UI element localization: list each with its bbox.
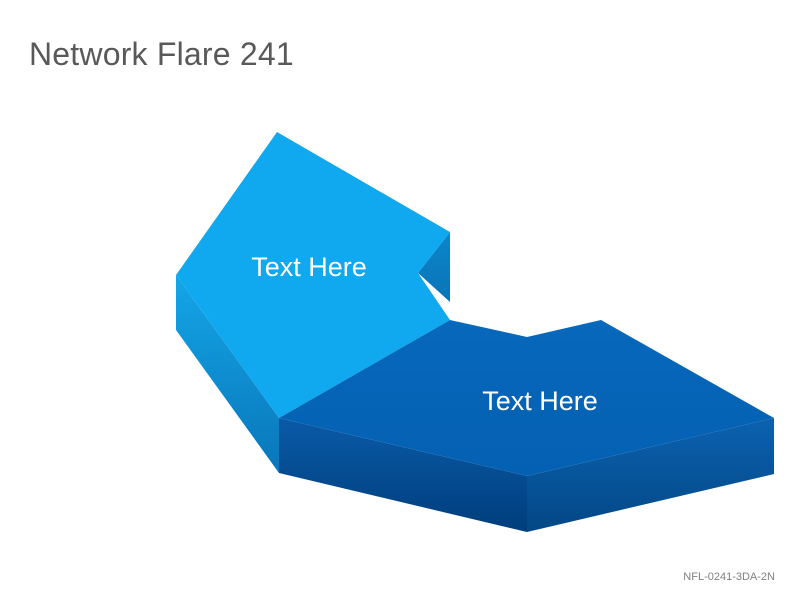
slide-title: Network Flare 241 (29, 36, 294, 72)
right-shape-label: Text Here (482, 386, 598, 416)
left-shape-side-face (176, 275, 279, 473)
left-shape-top-face (176, 132, 450, 418)
left-shape-notch-face (418, 232, 450, 302)
right-shape-top-face (279, 320, 774, 476)
slide-code: NFL-0241-3DA-2N (683, 571, 775, 583)
right-shape-front-left-face (279, 418, 527, 532)
right-shape-front-right-face (527, 418, 774, 532)
left-shape-label: Text Here (251, 252, 367, 282)
